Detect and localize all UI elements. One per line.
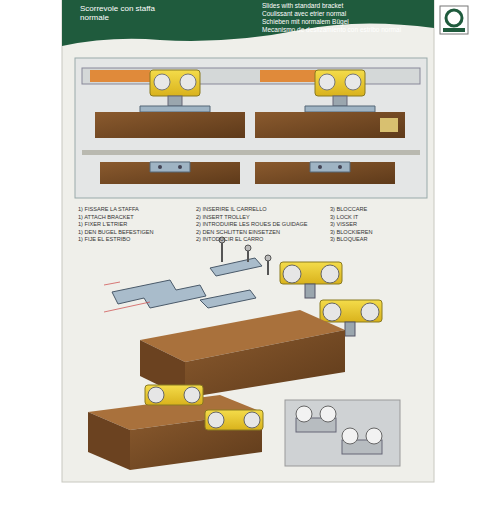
- header-line: Slides with standard bracket: [262, 2, 343, 9]
- step-instruction: 1) FIXER L'ETRIER: [78, 221, 127, 227]
- step-instruction: 2) INSERT TROLLEY: [196, 214, 250, 220]
- sheet: [62, 0, 434, 482]
- step-instruction: 1) FIJE EL ESTRIBO: [78, 236, 130, 242]
- step-instruction: 2) INTRODUIRE LES ROUES DE GUIDAGE: [196, 221, 308, 227]
- photo-inset: [285, 400, 400, 466]
- step-instruction: 1) FISSARE LA STAFFA: [78, 206, 139, 212]
- step-instruction: 3) LOCK IT: [330, 214, 358, 220]
- header-line: Coulissant avec etrier normal: [262, 10, 346, 17]
- section-views: [75, 58, 427, 198]
- logo: [440, 6, 468, 34]
- header-band: [62, 0, 434, 46]
- step-instruction: 3) VISSER: [330, 221, 357, 227]
- header-line: Schieben mit normalem Bügel: [262, 18, 349, 25]
- door-beam-mounted: [88, 385, 263, 470]
- step-instruction: 3) BLOCCARE: [330, 206, 367, 212]
- step-instruction: 1) ATTACH BRACKET: [78, 214, 134, 220]
- sheet-title: Scorrevole con staffa normale: [80, 4, 160, 22]
- step-instruction: 3) BLOQUEAR: [330, 236, 368, 242]
- step-instruction: 2) INSERIRE IL CARRELLO: [196, 206, 267, 212]
- step-instruction: 3) BLOCKIEREN: [330, 229, 373, 235]
- step-instruction: 1) DEN BUGEL BEFESTIGEN: [78, 229, 154, 235]
- header-line: Mecanismo de deslizamiento con estribo n…: [262, 26, 401, 33]
- step-instruction: 2) DEN SCHLITTEN EINSETZEN: [196, 229, 280, 235]
- bracket-exploded: [104, 237, 271, 312]
- step-instruction: 2) INTODUCIR EL CARRO: [196, 236, 263, 242]
